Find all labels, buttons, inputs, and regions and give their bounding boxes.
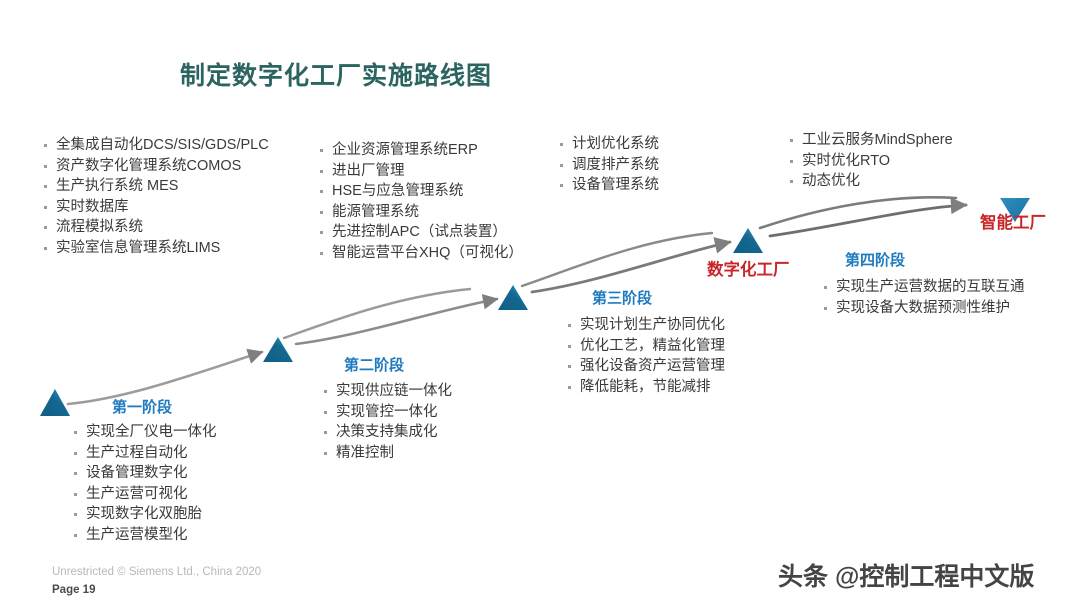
page-title: 制定数字化工厂实施路线图: [180, 62, 493, 90]
tech-group-one: 全集成自动化DCS/SIS/GDS/PLC 资产数字化管理系统COMOS 生产执…: [42, 135, 269, 258]
curve-arc-3: [758, 196, 958, 230]
stage-label-4: 第四阶段: [845, 252, 906, 269]
curve-arc-1: [282, 287, 472, 340]
list-item: 调度排产系统: [558, 155, 659, 176]
list-item: 生产执行系统 MES: [42, 176, 269, 197]
curve-segment-2: [294, 294, 499, 346]
stage-marker-4: [733, 228, 763, 253]
list-item: 降低能耗，节能减排: [566, 377, 725, 398]
tech-group-four: 工业云服务MindSphere 实时优化RTO 动态优化: [788, 130, 953, 192]
stage-two-list: 实现供应链一体化 实现管控一体化 决策支持集成化 精准控制: [322, 381, 452, 463]
list-item: 进出厂管理: [318, 161, 523, 182]
list-item: 实现管控一体化: [322, 402, 452, 423]
list-item: 工业云服务MindSphere: [788, 130, 953, 151]
list-item: 生产过程自动化: [72, 443, 217, 464]
list-item: 企业资源管理系统ERP: [318, 140, 523, 161]
list-item: 资产数字化管理系统COMOS: [42, 156, 269, 177]
stage-label-2: 第二阶段: [344, 357, 405, 374]
stage-one-list: 实现全厂仪电一体化 生产过程自动化 设备管理数字化 生产运营可视化 实现数字化双…: [72, 422, 217, 545]
curve-arc-2: [520, 231, 714, 288]
stage-label-1: 第一阶段: [112, 399, 173, 416]
stage-marker-2: [263, 337, 293, 362]
list-item: 能源管理系统: [318, 202, 523, 223]
stage-four-list: 实现生产运营数据的互联互通 实现设备大数据预测性维护: [822, 277, 1025, 318]
list-item: 生产运营可视化: [72, 484, 217, 505]
list-item: 实验室信息管理系统LIMS: [42, 238, 269, 259]
page-number: Page 19: [52, 584, 96, 596]
list-item: HSE与应急管理系统: [318, 181, 523, 202]
list-item: 全集成自动化DCS/SIS/GDS/PLC: [42, 135, 269, 156]
tech-group-three: 计划优化系统 调度排产系统 设备管理系统: [558, 134, 659, 196]
list-item: 精准控制: [322, 443, 452, 464]
footer: Unrestricted © Siemens Ltd., China 2020 …: [52, 564, 261, 598]
milestone-digital-factory: 数字化工厂: [707, 261, 790, 279]
milestone-smart-factory: 智能工厂: [980, 214, 1046, 232]
curve-segment-4: [768, 197, 968, 238]
list-item: 实现设备大数据预测性维护: [822, 298, 1025, 319]
list-item: 动态优化: [788, 171, 953, 192]
stage-three-list: 实现计划生产协同优化 优化工艺，精益化管理 强化设备资产运营管理 降低能耗，节能…: [566, 315, 725, 397]
list-item: 生产运营模型化: [72, 525, 217, 546]
watermark: 头条 @控制工程中文版: [778, 563, 1035, 591]
list-item: 实现计划生产协同优化: [566, 315, 725, 336]
tech-group-two: 企业资源管理系统ERP 进出厂管理 HSE与应急管理系统 能源管理系统 先进控制…: [318, 140, 523, 263]
list-item: 优化工艺，精益化管理: [566, 336, 725, 357]
stage-marker-3: [498, 285, 528, 310]
list-item: 设备管理数字化: [72, 463, 217, 484]
copyright-text: Unrestricted © Siemens Ltd., China 2020: [52, 566, 262, 578]
list-item: 先进控制APC（试点装置）: [318, 222, 523, 243]
list-item: 实现数字化双胞胎: [72, 504, 217, 525]
list-item: 智能运营平台XHQ（可视化）: [318, 243, 523, 264]
list-item: 流程模拟系统: [42, 217, 269, 238]
list-item: 设备管理系统: [558, 175, 659, 196]
list-item: 实现供应链一体化: [322, 381, 452, 402]
list-item: 实时优化RTO: [788, 151, 953, 172]
stage-marker-1: [40, 389, 70, 416]
list-item: 实现生产运营数据的互联互通: [822, 277, 1025, 298]
list-item: 决策支持集成化: [322, 422, 452, 443]
list-item: 强化设备资产运营管理: [566, 356, 725, 377]
stage-label-3: 第三阶段: [592, 290, 653, 307]
list-item: 实时数据库: [42, 197, 269, 218]
list-item: 实现全厂仪电一体化: [72, 422, 217, 443]
curve-segment-3: [530, 237, 732, 294]
list-item: 计划优化系统: [558, 134, 659, 155]
